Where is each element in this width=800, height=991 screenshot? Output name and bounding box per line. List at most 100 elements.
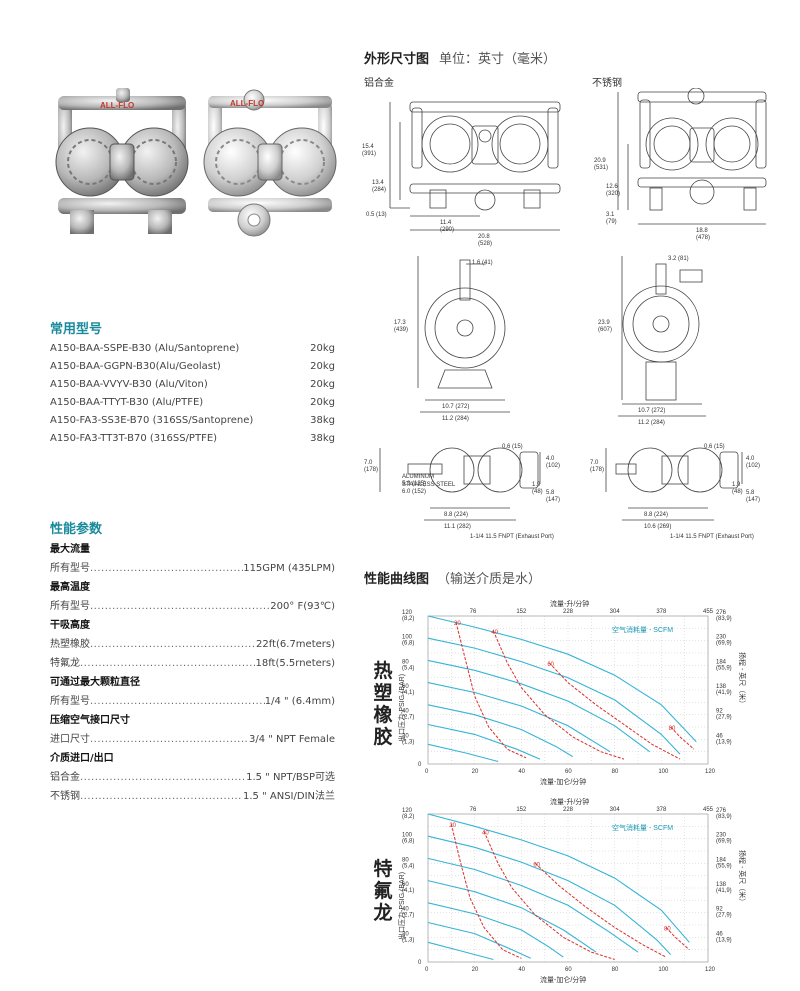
y-tick-label: 20(1,3) <box>402 931 414 943</box>
spec-group-title: 最大流量 <box>50 544 90 555</box>
model-name: A150-BAA-TTYT-B30 (Alu/PTFE) <box>50 397 204 408</box>
dot-leader <box>90 597 270 616</box>
y2-axis-label: 扬程 - 英尺（米） <box>738 652 747 707</box>
performance-note: （输送介质是水） <box>437 572 542 587</box>
pressure-curve-3 <box>427 880 597 953</box>
model-weight: 20kg <box>310 397 335 408</box>
y-tick-label: 80(5,4) <box>402 659 414 671</box>
air-consumption-line-60 <box>548 662 681 760</box>
dimension-label-alu-side-w2: 11.2 (284) <box>442 416 469 422</box>
common-models-heading: 常用型号 <box>50 322 103 337</box>
pressure-curve-5 <box>427 723 541 760</box>
model-row: A150-BAA-GGPN-B30(Alu/Geolast)20kg <box>50 358 335 376</box>
dimension-label-alu-top-f: 1.9(48) <box>532 482 543 495</box>
x-tick-label: 0 <box>425 967 429 973</box>
stainless-side-drawing <box>618 256 706 417</box>
air-consumption-label-20: 20 <box>449 823 456 829</box>
model-weight: 38kg <box>310 433 335 444</box>
dot-leader <box>90 692 265 711</box>
aluminum-pump-logo: ALL-FLO <box>100 101 134 110</box>
dimension-label-alu-top-w1: 8.8 (224) <box>444 512 468 518</box>
dimension-label-ss-side-w2: 11.2 (284) <box>638 420 665 426</box>
model-row: A150-FA3-TT3T-B70 (316SS/PTFE)38kg <box>50 430 335 448</box>
x-tick-label: 40 <box>518 769 525 775</box>
chart-2-title: 特氟龙 <box>373 858 393 924</box>
x2-tick-label: 76 <box>470 807 477 813</box>
dot-leader <box>80 768 246 787</box>
dot-leader <box>80 654 255 673</box>
legend-label: 空气消耗量 - SCFM <box>612 823 673 832</box>
x-tick-label: 40 <box>518 967 525 973</box>
y2-tick-label: 46(13,9) <box>716 931 732 943</box>
dimension-label-alu-front-h_total: 15.4(391) <box>362 144 376 157</box>
x2-tick-label: 304 <box>610 807 621 813</box>
x-tick-label: 80 <box>612 967 619 973</box>
dimension-label-ss-top-d: 0.6 (15) <box>704 444 725 450</box>
y-tick-label: 0 <box>418 762 422 768</box>
air-consumption-label-60: 60 <box>547 662 554 668</box>
aluminum-top-drawing <box>379 447 541 521</box>
dimension-label-ss-top-e: 4.0(102) <box>746 456 760 469</box>
y2-tick-label: 276(83,9) <box>716 610 732 622</box>
model-row: A150-BAA-TTYT-B30 (Alu/PTFE) 20kg <box>50 394 335 412</box>
y2-tick-label: 92(27,9) <box>716 709 732 721</box>
air-consumption-label-80: 80 <box>664 926 671 932</box>
performance-params-section: 性能参数 最大流量所有型号115GPM (435LPM)最高温度所有型号200°… <box>50 518 335 806</box>
dimension-label-alu-front-h_base: 0.5 (13) <box>366 212 387 218</box>
dimension-label-alu-top-w2: 11.1 (282) <box>444 524 471 530</box>
spec-label: 所有型号 <box>50 563 90 574</box>
stainless-pump-photo: ALL-FLO <box>203 89 337 237</box>
spec-label: 所有型号 <box>50 601 90 612</box>
dimension-label-ss-top-w1: 8.8 (224) <box>644 512 668 518</box>
x-tick-label: 60 <box>565 769 572 775</box>
spec-value: 3/4 " NPT Female <box>248 734 335 745</box>
spec-line: 铝合金1.5 " NPT/BSP可选 <box>50 768 335 787</box>
model-name: A150-BAA-GGPN-B30(Alu/Geolast) <box>50 361 221 372</box>
model-name: A150-BAA-SSPE-B30 (Alu/Santoprene) <box>50 343 240 354</box>
y2-tick-label: 138(41,9) <box>716 882 732 894</box>
x2-tick-label: 228 <box>563 609 574 615</box>
spec-value: 18ft(5.5rneters) <box>255 658 335 669</box>
pressure-curve-0 <box>427 615 697 743</box>
x2-tick-label: 455 <box>703 609 714 615</box>
dot-leader <box>90 635 256 654</box>
spec-value: 1/4 " (6.4mm) <box>264 696 335 707</box>
model-weight: 20kg <box>310 343 335 354</box>
y-axis-label: 出口压力-PSIG (BAR) <box>397 872 406 940</box>
x-tick-label: 20 <box>472 967 479 973</box>
model-row: A150-FA3-SS3E-B70 (316SS/Santoprene)38kg <box>50 412 335 430</box>
x-tick-label: 120 <box>705 769 716 775</box>
legend-label: 空气消耗量 - SCFM <box>612 625 673 634</box>
air-consumption-line-20 <box>455 622 527 759</box>
spec-group-title: 介质进口/出口 <box>50 753 114 764</box>
dimension-label-ss-side-top: 3.2 (81) <box>668 256 689 262</box>
y2-tick-label: 276(83,9) <box>716 808 732 820</box>
stainless-front-drawing <box>617 88 767 225</box>
spec-value: 1.5 " ANSI/DIN法兰 <box>243 791 335 802</box>
model-row: A150-BAA-VVYV-B30 (Alu/Viton)20kg <box>50 376 335 394</box>
x2-tick-label: 378 <box>656 807 667 813</box>
aluminum-label: 铝合金 <box>364 78 394 89</box>
dimension-label-ss-top-port: 1-1/4 11.5 FNPT (Exhaust Port) <box>670 534 754 540</box>
dimensions-unit: 单位：英寸（毫米） <box>439 52 557 67</box>
dimension-label-alu-top-d: 0.6 (15) <box>502 444 523 450</box>
dimension-drawings: 15.4(391)13.4(284)0.5 (13)11.4(290)20.8(… <box>362 88 767 540</box>
air-consumption-label-60: 60 <box>533 862 540 868</box>
x2-tick-label: 152 <box>516 807 527 813</box>
dimension-label-ss-side-w1: 10.7 (272) <box>638 408 665 414</box>
model-weight: 20kg <box>310 379 335 390</box>
air-consumption-line-40 <box>492 630 625 760</box>
chart-1-title: 热塑橡胶 <box>373 660 393 748</box>
dimension-label-alu-top-port: 1-1/4 11.5 FNPT (Exhaust Port) <box>470 534 554 540</box>
x2-tick-label: 304 <box>610 609 621 615</box>
spec-line: 所有型号200° F(93℃) <box>50 597 335 616</box>
dot-leader <box>90 730 249 749</box>
model-weight: 38kg <box>310 415 335 426</box>
x-tick-label: 100 <box>658 769 669 775</box>
x-tick-label: 120 <box>705 967 716 973</box>
pressure-curve-0 <box>427 813 690 943</box>
performance-params-heading: 性能参数 <box>50 522 103 537</box>
